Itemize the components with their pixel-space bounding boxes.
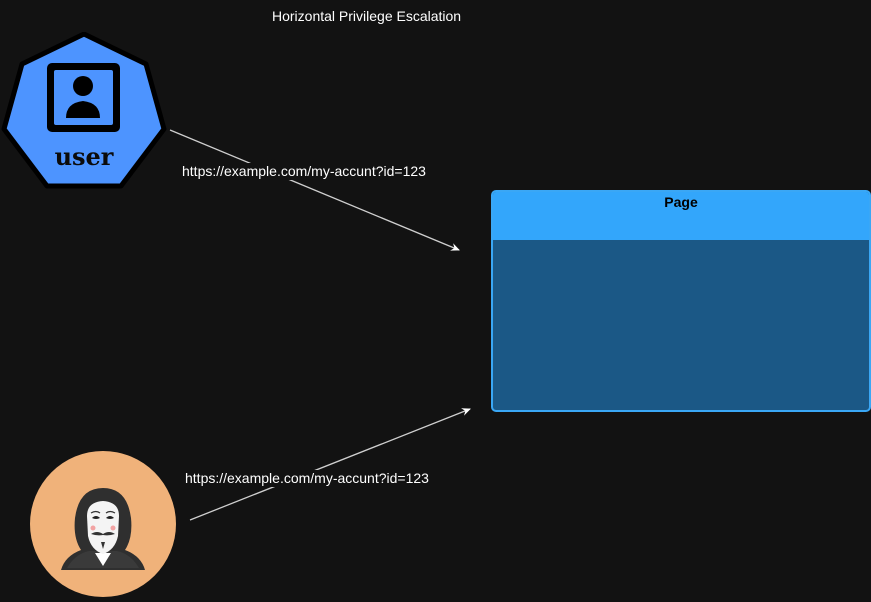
page-header: Page [493,192,869,240]
user-icon: user [1,31,167,189]
edge-label-user: https://example.com/my-accunt?id=123 [181,163,427,180]
edge-user-to-page [169,129,460,251]
user-label: user [55,142,114,171]
anonymous-hacker-icon [30,451,176,597]
edge-label-attacker: https://example.com/my-accunt?id=123 [184,470,430,487]
user-node[interactable]: user [0,31,170,192]
edge-attacker-to-page [189,408,471,521]
diagram-title: Horizontal Privilege Escalation [272,8,462,24]
page-node[interactable]: Page [491,190,871,412]
attacker-node[interactable] [29,450,177,602]
